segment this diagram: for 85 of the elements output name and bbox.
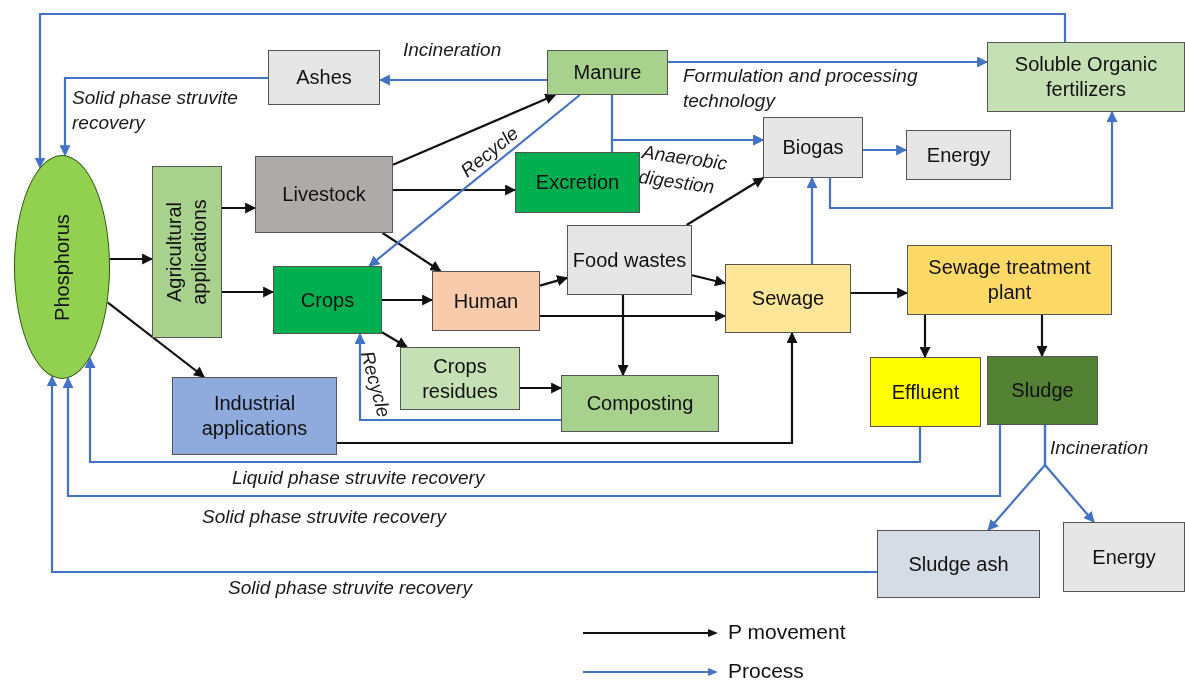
process-box [172,377,337,455]
edge-label: Recycle [355,347,396,422]
arrow [686,177,765,226]
process-box [268,50,380,105]
arrow [540,310,727,322]
arrow [392,93,557,166]
process-box [725,264,851,333]
node-label: Human [453,288,519,314]
process-box [870,357,981,427]
node-label: Energy [1092,544,1156,570]
arrow [851,287,909,299]
edge-label: Solid phase struvite recovery [72,86,239,135]
node-label: Phosphorus [49,213,74,321]
arrow [378,74,547,86]
node-label: Industrial applications [200,391,309,441]
node-label: Effluent [891,379,960,405]
node-label: Livestock [282,182,366,207]
process-box [987,42,1185,112]
process-box [400,347,520,410]
node-label: Manure [573,60,642,85]
arrow [610,134,765,152]
process-box [906,130,1011,180]
arrow [382,232,442,272]
legend-label: P movement [728,620,846,644]
arrow [106,301,205,378]
arrow [354,332,561,422]
arrow [382,294,434,306]
arrow [84,356,922,464]
arrow [381,331,408,348]
arrow [1043,425,1095,523]
arrow [691,274,727,287]
process-box [515,152,640,213]
process-box [907,245,1112,315]
node-label: Biogas [782,135,844,160]
arrow [222,202,257,214]
arrow [668,56,989,68]
process-box [877,530,1040,598]
edge-label: Solid phase struvite recovery [228,576,474,600]
arrow [368,94,581,267]
node-label: Crops [300,287,355,313]
process-box [152,166,222,338]
edge-label: Formulation and processing technology [683,64,919,113]
arrow [919,315,931,359]
node-label: Energy [926,142,991,168]
arrow [109,253,154,265]
arrow [34,12,1067,169]
edge-label: Solid phase struvite recovery [202,505,448,529]
node-label: Soluble Organic fertilizers [1013,52,1159,102]
process-box [547,50,668,95]
legend-label: Process [728,659,804,683]
arrow [62,377,1002,498]
arrow [617,295,629,377]
process-box [561,375,719,432]
node-label: Composting [586,391,694,416]
process-box [567,225,692,295]
node-label: Sludge [1011,378,1074,403]
arrow [539,275,569,287]
node-label: Food wastes [572,247,687,273]
arrow [828,110,1118,210]
edge-label: Anaerobic digestion [637,140,730,200]
arrow [46,375,877,574]
process-box [987,356,1098,425]
arrow [520,382,563,394]
process-box [432,271,540,331]
node-label: Excretion [535,170,620,195]
node-label: Agricultural applications [162,199,211,305]
arrow [806,176,818,264]
node-label: Sewage treatment plant [927,255,1092,305]
node-label: Sludge ash [908,551,1009,577]
arrow [337,331,798,445]
arrow [393,184,517,196]
process-box [1063,522,1185,592]
process-box [763,117,863,178]
process-box [255,156,393,233]
edge-label: Incineration [1050,436,1150,460]
edge-label: Incineration [403,38,503,62]
process-box [273,266,382,334]
arrow [222,286,275,298]
edge-label: Liquid phase struvite recovery [232,466,487,490]
arrow [863,144,908,156]
node-label: Sewage [751,286,825,311]
arrow [1036,315,1048,358]
node-label: Ashes [296,65,352,90]
node-label: Crops residues [421,353,499,404]
arrow [59,76,268,157]
